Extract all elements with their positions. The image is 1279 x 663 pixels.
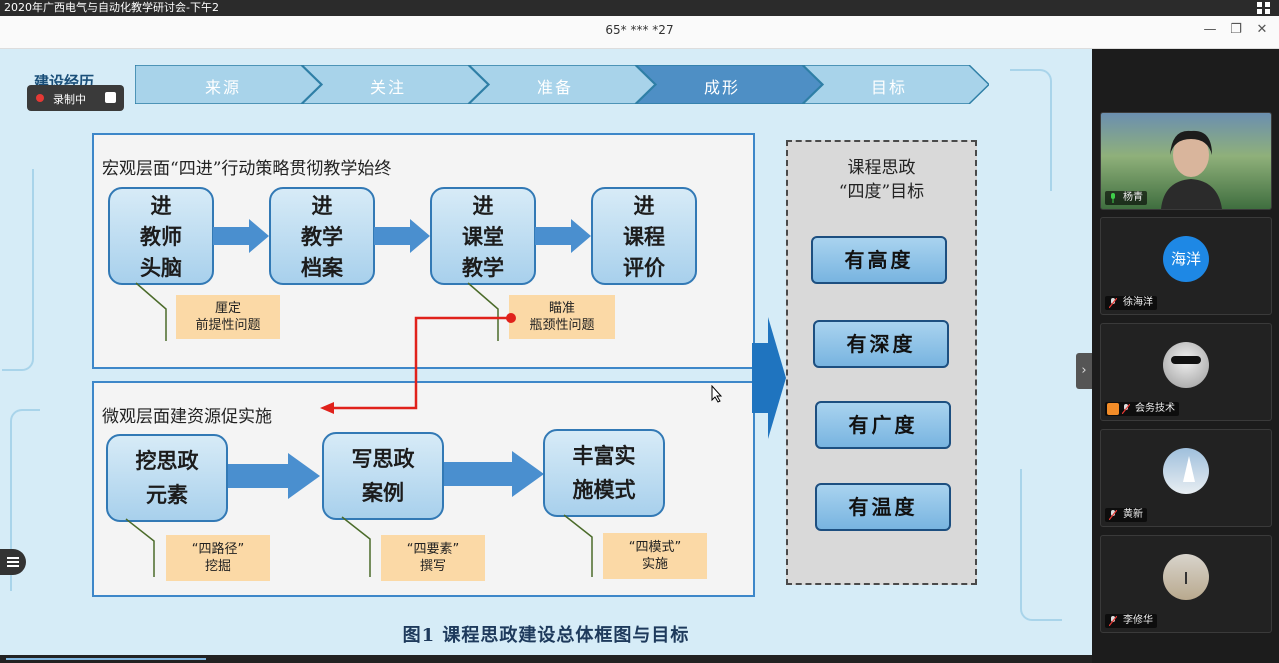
- step-goal: 目标: [803, 65, 989, 104]
- participant-panel: 杨青 海洋 徐海洋 会务技术 黄新: [1092, 49, 1279, 663]
- recording-indicator[interactable]: 录制中: [27, 85, 124, 111]
- step-forming-active: 成形: [636, 65, 822, 104]
- decor-line: [1020, 469, 1062, 621]
- layout-grid-icon[interactable]: [1257, 2, 1271, 14]
- close-button[interactable]: ✕: [1256, 22, 1268, 37]
- flow-arrow-icon: [535, 219, 591, 253]
- participant-video-icon: [1161, 130, 1222, 209]
- microphone-muted-icon: [1109, 298, 1117, 308]
- macro-box-2: 进教学档案: [269, 187, 375, 285]
- callout-line: [467, 282, 499, 341]
- micro-note-2: “四要素”撰写: [381, 535, 485, 581]
- macro-note-1: 厘定前提性问题: [176, 295, 280, 339]
- goals-panel: 课程思政“四度”目标 有高度 有深度 有广度 有温度: [786, 140, 977, 585]
- macro-box-3: 进课堂教学: [430, 187, 536, 285]
- micro-panel: 微观层面建资源促实施 挖思政元素 写思政案例 丰富实施模式 “四路径”挖掘 “四…: [92, 381, 755, 597]
- goal-breadth: 有广度: [815, 401, 951, 449]
- goal-depth: 有深度: [813, 320, 949, 368]
- participant-name: 李修华: [1105, 614, 1157, 628]
- app-title: 2020年广西电气与自动化教学研讨会-下午2: [4, 1, 219, 14]
- microphone-muted-icon: [1122, 404, 1130, 414]
- step-prepare: 准备: [469, 65, 655, 104]
- participant-tile-video[interactable]: 杨青: [1100, 112, 1272, 210]
- macro-note-2: 瞄准瓶颈性问题: [509, 295, 615, 339]
- microphone-muted-icon: [1109, 616, 1117, 626]
- microphone-muted-icon: [1109, 510, 1117, 520]
- avatar: [1163, 342, 1209, 388]
- big-arrow-icon: [752, 317, 786, 439]
- decor-line: [10, 409, 40, 591]
- micro-box-1: 挖思政元素: [106, 434, 228, 522]
- bottom-progress-bar: [0, 655, 1092, 663]
- collapse-panel-button[interactable]: ›: [1076, 353, 1092, 389]
- goal-warmth: 有温度: [815, 483, 951, 531]
- macro-box-1: 进教师头脑: [108, 187, 214, 285]
- step-focus: 关注: [302, 65, 488, 104]
- macro-title: 宏观层面“四进”行动策略贯彻教学始终: [102, 159, 392, 179]
- participant-tile[interactable]: 李修华: [1100, 535, 1272, 633]
- callout-line: [341, 516, 371, 577]
- restore-button[interactable]: ❐: [1230, 22, 1242, 37]
- participant-tile[interactable]: 会务技术: [1100, 323, 1272, 421]
- micro-box-2: 写思政案例: [322, 432, 444, 520]
- participant-tile[interactable]: 黄新: [1100, 429, 1272, 527]
- avatar: [1163, 554, 1209, 600]
- decor-line: [2, 169, 34, 371]
- avatar: 海洋: [1163, 236, 1209, 282]
- avatar: [1163, 448, 1209, 494]
- micro-note-3: “四模式”实施: [603, 533, 707, 579]
- participant-name: 杨青: [1105, 191, 1147, 205]
- app-title-bar: 2020年广西电气与自动化教学研讨会-下午2: [0, 0, 1279, 16]
- recording-dot-icon: [36, 94, 44, 102]
- microphone-icon: [1111, 193, 1115, 203]
- micro-title: 微观层面建资源促实施: [102, 407, 272, 427]
- participant-name: 徐海洋: [1105, 296, 1157, 310]
- menu-icon[interactable]: [0, 549, 26, 575]
- stop-recording-icon[interactable]: [105, 92, 116, 103]
- flow-arrow-icon: [444, 451, 544, 497]
- flow-arrow-icon: [228, 453, 320, 499]
- participant-tile[interactable]: 海洋 徐海洋: [1100, 217, 1272, 315]
- macro-panel: 宏观层面“四进”行动策略贯彻教学始终 进教师头脑 进教学档案 进课堂教学 进课程…: [92, 133, 755, 369]
- goals-title: 课程思政“四度”目标: [838, 158, 925, 202]
- shared-slide: 建设经历 来源 关注 准备 成形 目标 录制中 宏观层面“四进”行动策略贯彻教学: [0, 49, 1092, 655]
- host-icon: [1107, 403, 1119, 415]
- participant-name: 黄新: [1105, 508, 1147, 522]
- decor-line: [1010, 69, 1052, 191]
- goal-height: 有高度: [811, 236, 947, 284]
- figure-caption: 图1 课程思政建设总体框图与目标: [402, 625, 690, 646]
- meeting-top-bar: 65* *** *27 — ❐ ✕: [0, 16, 1279, 49]
- micro-box-3: 丰富实施模式: [543, 429, 665, 517]
- flow-arrow-icon: [374, 219, 430, 253]
- recording-label: 录制中: [53, 93, 86, 106]
- flow-arrow-icon: [213, 219, 269, 253]
- step-source: 来源: [135, 65, 321, 104]
- callout-line: [135, 282, 167, 341]
- participant-name: 会务技术: [1105, 402, 1179, 416]
- mouse-cursor-icon: [711, 385, 723, 403]
- minimize-button[interactable]: —: [1203, 22, 1217, 37]
- meeting-id: 65* *** *27: [605, 23, 674, 37]
- micro-note-1: “四路径”挖掘: [166, 535, 270, 581]
- red-connector-arrow: [320, 313, 516, 414]
- callout-line: [125, 518, 155, 577]
- macro-box-4: 进课程评价: [591, 187, 697, 285]
- callout-line: [563, 514, 593, 577]
